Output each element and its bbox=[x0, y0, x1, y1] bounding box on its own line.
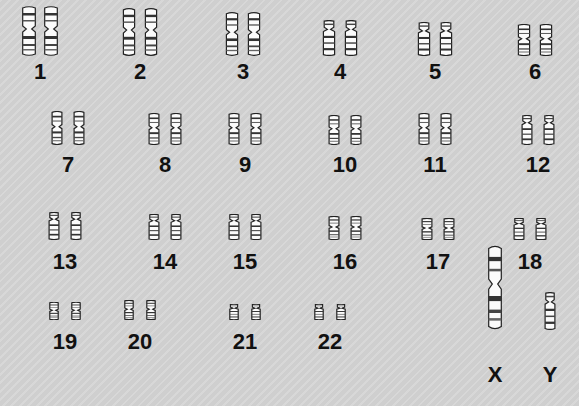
chromosome-number: 15 bbox=[233, 250, 257, 274]
chromosome-number: 14 bbox=[153, 250, 177, 274]
chromosome-pairs bbox=[23, 7, 555, 330]
chromosome-number: 17 bbox=[426, 250, 450, 274]
chromosome-number: 3 bbox=[237, 60, 249, 84]
chromosome-number: 1 bbox=[34, 60, 46, 84]
chromosome-number: 16 bbox=[333, 250, 357, 274]
chromosome-number: 2 bbox=[134, 60, 146, 84]
chromosome-number: 6 bbox=[529, 60, 541, 84]
chromosome-number: 22 bbox=[318, 330, 342, 354]
chromosome-number: 12 bbox=[526, 153, 550, 177]
chromosome-number: 7 bbox=[62, 153, 74, 177]
chromosome-number: 9 bbox=[239, 153, 251, 177]
chromosome-number: 13 bbox=[53, 250, 77, 274]
chromosome-number: 11 bbox=[423, 153, 446, 177]
chromosome-number: 8 bbox=[159, 153, 171, 177]
chromosome-number: 4 bbox=[334, 60, 346, 84]
chromosome-number: 19 bbox=[53, 330, 77, 354]
chromosome-number: 10 bbox=[333, 153, 357, 177]
chromosome-number: 21 bbox=[233, 330, 257, 354]
chromosome-number: 18 bbox=[518, 250, 542, 274]
chromosome-number: 5 bbox=[429, 60, 441, 84]
chromosome-number: Y bbox=[543, 363, 558, 387]
chromosome-number: 20 bbox=[128, 330, 152, 354]
chromosome-number: X bbox=[488, 363, 503, 387]
